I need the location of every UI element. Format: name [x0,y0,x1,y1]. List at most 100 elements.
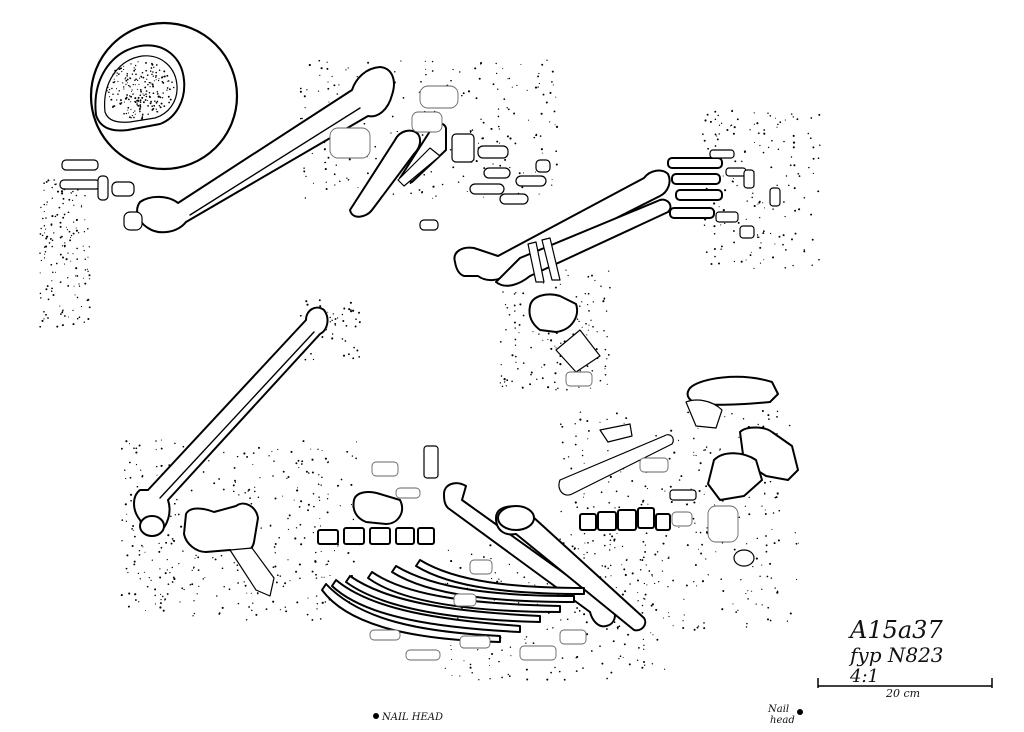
soil-dot [39,292,42,295]
soil-dot [803,196,806,199]
soil-dot [52,271,54,274]
soil-dot [260,527,262,529]
soil-dot [257,593,259,595]
soil-dot [609,564,612,567]
soil-dot [125,96,128,99]
soil-dot [734,160,737,163]
soil-dot [559,283,562,285]
soil-dot [722,209,725,212]
soil-dot [540,148,543,151]
soil-dot [665,534,668,537]
soil-dot [44,250,47,253]
soil-dot [333,84,336,87]
soil-dot [64,242,66,244]
soil-dot [367,61,370,64]
soil-dot [457,617,459,619]
soil-dot [157,79,160,82]
soil-dot [141,544,143,547]
soil-dot [504,381,506,383]
soil-dot [554,345,556,347]
soil-dot [737,609,739,612]
soil-dot [766,618,770,621]
hand-bone [477,145,509,159]
soil-dot [62,309,64,311]
soil-dot [312,531,315,534]
soil-dot [479,63,482,65]
soil-dot [148,576,150,579]
soil-dot [644,550,647,553]
soil-dot [84,282,87,285]
soil-dot [764,513,767,515]
soil-dot [627,495,630,498]
soil-dot [694,564,697,566]
soil-dot [116,75,118,77]
bone-fragment [707,505,739,543]
skull-inset [89,21,239,171]
soil-dot [807,132,810,135]
bone-fragment [565,371,593,387]
soil-dot [566,388,568,391]
soil-dot [114,69,117,72]
soil-dot [658,581,660,583]
soil-dot [110,98,113,101]
soil-dot [208,460,210,462]
soil-dot [51,186,53,189]
soil-dot [496,140,499,143]
soil-dot [321,449,323,452]
soil-dot [287,559,289,561]
bone-fragment [733,549,755,567]
soil-dot [803,250,806,253]
soil-dot [350,310,353,313]
soil-dot [478,77,481,80]
soil-dot [168,88,171,91]
soil-dot [587,275,590,278]
soil-dot [54,215,57,218]
soil-dot [120,447,123,450]
soil-dot [328,101,330,103]
soil-dot [43,189,45,191]
soil-dot [601,565,604,567]
soil-dot [324,161,327,164]
soil-dot [496,88,499,90]
soil-dot [771,256,775,259]
soil-dot [685,584,688,587]
soil-dot [507,108,510,111]
soil-dot [136,103,138,106]
soil-dot [604,373,607,376]
soil-dot [587,429,590,432]
soil-dot [514,310,516,312]
soil-dot [642,501,644,503]
soil-dot [46,285,49,288]
soil-dot [157,96,160,98]
soil-dot [567,456,570,458]
soil-dot [70,234,73,237]
soil-dot [326,511,329,514]
nail-head-note-right: Nail head [767,704,803,726]
soil-dot [606,358,608,360]
rib [345,575,541,623]
soil-dot [776,184,778,187]
soil-dot [783,140,785,143]
soil-dot [534,584,536,586]
soil-dot [168,101,170,104]
soil-dot [571,545,574,548]
soil-dot [579,305,581,307]
soil-dot [776,416,778,418]
soil-dot [777,539,780,542]
soil-dot [516,572,519,574]
soil-dot [643,582,646,585]
soil-dot [578,320,580,323]
soil-dot [497,108,500,110]
soil-dot [583,493,585,495]
soil-dot [363,122,366,125]
soil-dot [60,313,62,315]
soil-dot [135,464,138,466]
soil-dot [223,585,225,588]
soil-dot [672,579,675,582]
soil-dot [178,562,180,565]
soil-dot [298,506,301,508]
soil-dot [738,516,741,518]
soil-dot [131,89,133,91]
soil-dot [126,513,128,515]
soil-dot [120,594,123,597]
